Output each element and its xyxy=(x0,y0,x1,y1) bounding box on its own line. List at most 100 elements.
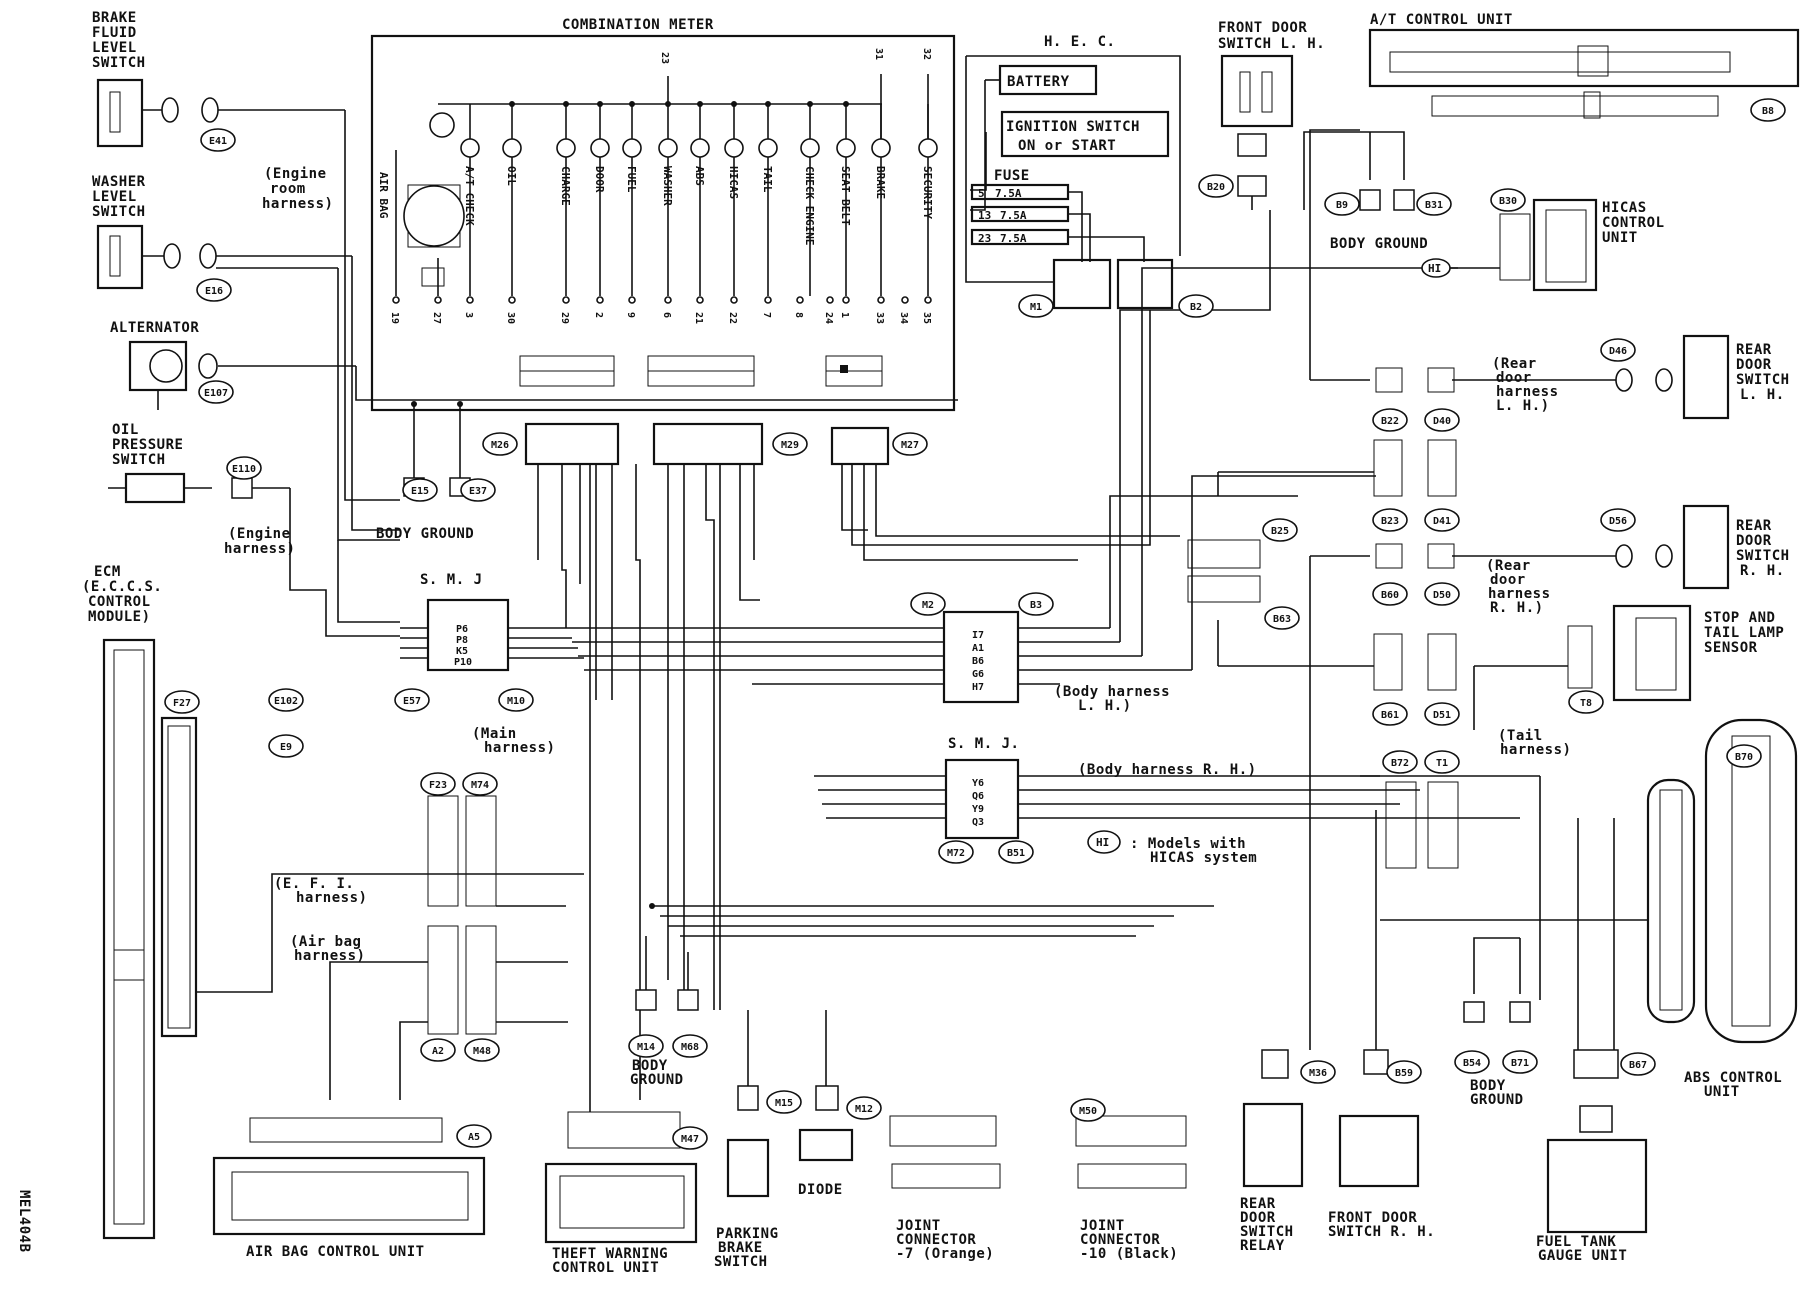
meter-top-pin-31: 31 xyxy=(873,48,884,60)
connector-tag-d46: D46 xyxy=(1609,346,1627,357)
theft-label-2: CONTROL UNIT xyxy=(552,1260,659,1276)
meter-lamp-7 xyxy=(690,138,710,158)
connector-tag-d40: D40 xyxy=(1433,416,1451,427)
smj-pin-h7: H7 xyxy=(972,682,984,693)
meter-top-pin-32: 32 xyxy=(921,48,932,60)
connector-tag-e37: E37 xyxy=(469,486,487,497)
meter-indicator-label-6: WASHER xyxy=(661,166,674,206)
connector-tag-m47: M47 xyxy=(681,1134,699,1145)
ecm-unit: ECM (E.C.C.S. CONTROL MODULE) xyxy=(82,564,584,1240)
harness-notes-left: (Engine room harness) (Engine harness) xyxy=(224,166,333,557)
meter-connectors xyxy=(519,355,883,387)
meter-pin-6: 6 xyxy=(661,312,672,318)
connector-tag-a2: A2 xyxy=(432,1046,444,1057)
connector-tag-m14: M14 xyxy=(637,1042,655,1053)
engine-room-note-3: harness) xyxy=(262,196,333,212)
connector-tag-b8: B8 xyxy=(1762,106,1774,117)
connector-tag-d56: D56 xyxy=(1609,516,1627,527)
ecm-label-3: CONTROL xyxy=(88,594,151,610)
combination-meter-title: COMBINATION METER xyxy=(562,17,714,33)
rear-rh-note-3: harness xyxy=(1488,586,1551,602)
meter-indicator-label-5: FUEL xyxy=(625,166,638,193)
body-rh-note: (Body harness R. H.) xyxy=(1078,762,1257,778)
at-control-unit-title: A/T CONTROL UNIT xyxy=(1370,12,1513,28)
smj-pin-p6: P6 xyxy=(456,624,468,635)
jc10-label-1: JOINT xyxy=(1080,1218,1125,1234)
front-door-rh-label-2: SWITCH R. H. xyxy=(1328,1224,1435,1240)
body-lh-note-1: (Body harness xyxy=(1054,684,1170,700)
connector-tag-m27: M27 xyxy=(901,440,919,451)
alternator: ALTERNATOR xyxy=(110,320,356,410)
connector-tag-e110: E110 xyxy=(232,464,256,475)
combination-meter: COMBINATION METER 23 31 32 AIR BAG xyxy=(370,17,956,412)
fuel-tank-label-1: FUEL TANK xyxy=(1536,1234,1616,1250)
theft-warning-unit: THEFT WARNING CONTROL UNIT xyxy=(544,464,698,1276)
rear-door-lh-label-3: SWITCH xyxy=(1736,372,1790,388)
smj-pin-q3: Q3 xyxy=(972,817,984,828)
connector-tag-e107: E107 xyxy=(204,388,228,399)
hec-connector-b2 xyxy=(1116,258,1174,310)
connector-tag-b70: B70 xyxy=(1735,752,1753,763)
smj-mid: I7 A1 B6 G6 H7 xyxy=(942,610,1020,704)
connector-tag-m29: M29 xyxy=(781,440,799,451)
meter-pin-33: 33 xyxy=(874,312,885,324)
harness-notes-center: (Main harness) (E. F. I. harness) (Air b… xyxy=(274,684,1257,964)
brake-fluid-label-4: SWITCH xyxy=(92,55,146,71)
meter-pin-1: 1 xyxy=(839,312,850,318)
engine-note-1: (Engine xyxy=(228,526,291,542)
meter-indicator-label-1: A/T CHECK xyxy=(463,166,476,226)
connector-tag-m48: M48 xyxy=(473,1046,491,1057)
meter-indicator-label-8: HICAS xyxy=(727,166,740,199)
at-control-unit: A/T CONTROL UNIT xyxy=(1368,12,1800,119)
hicas-label-3: UNIT xyxy=(1602,230,1638,246)
smj-pin-k5: K5 xyxy=(456,646,468,657)
meter-pin-19: 19 xyxy=(389,312,400,324)
smj-low-title: S. M. J. xyxy=(948,736,1019,752)
efi-note-2: harness) xyxy=(296,890,367,906)
oil-pressure-switch: OIL PRESSURE SWITCH xyxy=(108,422,290,504)
smj-top-title: S. M. J xyxy=(420,572,483,588)
front-door-lh-title-1: FRONT DOOR xyxy=(1218,20,1307,36)
hicas-note-1: : Models with xyxy=(1130,836,1246,852)
rear-relay-label-4: RELAY xyxy=(1240,1238,1285,1254)
meter-indicator-label-4: DOOR xyxy=(593,166,606,193)
fuse-5-rating: 7.5A xyxy=(995,187,1022,200)
b25-b63-connectors xyxy=(1187,539,1261,603)
connector-tag-e15: E15 xyxy=(411,486,429,497)
hicas-label-2: CONTROL xyxy=(1602,215,1665,231)
meter-pin-29: 29 xyxy=(559,312,570,324)
jc7-label-2: CONNECTOR xyxy=(896,1232,976,1248)
connector-blocks-left xyxy=(329,795,524,1100)
hicas-note-2: HICAS system xyxy=(1150,850,1257,866)
connector-tag-m1: M1 xyxy=(1030,302,1042,313)
connector-tag-t8: T8 xyxy=(1580,698,1592,709)
meter-pin-30: 30 xyxy=(505,312,516,324)
connector-tag-b20: B20 xyxy=(1207,182,1225,193)
fuse-23-rating: 7.5A xyxy=(1000,232,1027,245)
parking-label-3: SWITCH xyxy=(714,1254,768,1270)
meter-lamp-4 xyxy=(590,138,610,158)
jc7-label-3: -7 (Orange) xyxy=(896,1246,994,1262)
connector-tag-b9: B9 xyxy=(1336,200,1348,211)
rear-rh-note-4: R. H.) xyxy=(1490,600,1544,616)
smj-pin-y9: Y9 xyxy=(972,804,984,815)
connector-tag-d41: D41 xyxy=(1433,516,1451,527)
connector-tag-b72: B72 xyxy=(1391,758,1409,769)
parking-label-1: PARKING xyxy=(716,1226,779,1242)
front-door-lh-title-2: SWITCH L. H. xyxy=(1218,36,1325,52)
connector-tag-b30: B30 xyxy=(1499,196,1517,207)
ignition-switch-label: IGNITION SWITCH xyxy=(1006,119,1140,135)
connector-tag-b51: B51 xyxy=(1007,848,1025,859)
connector-tag-e16: E16 xyxy=(205,286,223,297)
meter-indicator-airbag: AIR BAG xyxy=(377,172,390,219)
rear-lh-note-2: door xyxy=(1496,370,1532,386)
ecm-label-2: (E.C.C.S. xyxy=(82,579,162,595)
connector-tag-m68: M68 xyxy=(681,1042,699,1053)
rear-door-rh-label-2: DOOR xyxy=(1736,533,1772,549)
rear-rh-note-2: door xyxy=(1490,572,1526,588)
connector-tag-e57: E57 xyxy=(403,696,421,707)
connector-tag-m74: M74 xyxy=(471,780,489,791)
joint-connectors: JOINT CONNECTOR -7 (Orange) JOINT CONNEC… xyxy=(889,1115,1187,1262)
